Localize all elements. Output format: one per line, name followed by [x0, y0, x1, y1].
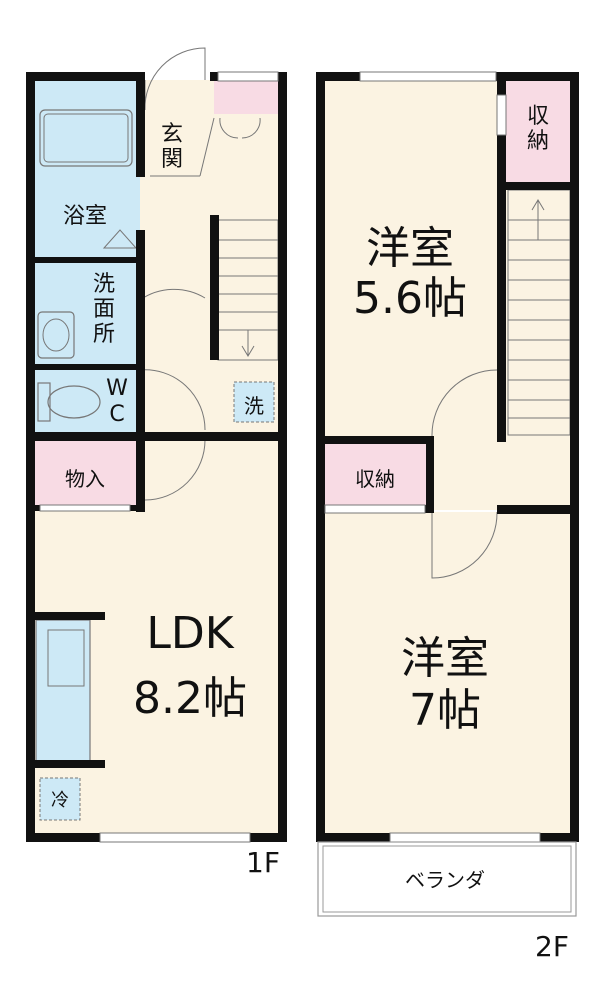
entrance-label: 玄 関: [158, 122, 186, 172]
toilet-bowl: [47, 385, 101, 419]
floor-2f-label: 2F: [535, 930, 569, 963]
window-closet-mid: [324, 504, 426, 514]
closet-top-area: [505, 80, 571, 182]
bathtub: [39, 109, 133, 167]
room2-name-label: 洋室: [401, 633, 489, 684]
closet-door-swing: [219, 117, 261, 139]
washroom-label: 洗 面 所: [90, 272, 118, 347]
entrance-char-2: 関: [160, 147, 183, 172]
wash-basin: [37, 311, 75, 359]
window-ldk: [99, 832, 251, 843]
washroom-char-1: 洗: [92, 272, 115, 297]
washroom-area: [30, 262, 140, 364]
closet-mid-area: [322, 442, 428, 506]
closet-top-char-1: 収: [526, 104, 549, 129]
washroom-char-2: 面: [92, 297, 115, 322]
window-shoe: [217, 71, 279, 82]
closet-mid-label: 収納: [355, 467, 395, 491]
storage-area: [30, 440, 140, 508]
entrance-char-1: 玄: [160, 122, 183, 147]
toilet-char-2: C: [109, 402, 125, 427]
laundry-space: [233, 381, 275, 423]
kitchen-sink: [47, 629, 85, 687]
room1-size-label: 5.6帖: [353, 273, 467, 324]
balcony-label: ベランダ: [405, 868, 485, 892]
fridge-space: [39, 777, 81, 821]
bath-area: [30, 80, 140, 260]
washroom-door-swing: [139, 288, 206, 301]
bath-door: [102, 229, 138, 249]
basin-bowl: [42, 318, 70, 352]
room2-size-label: 7帖: [409, 685, 481, 736]
ldk-name-label: LDK: [146, 608, 234, 659]
room2-floor: [322, 512, 572, 834]
storage-label: 物入: [65, 467, 105, 491]
bath-label: 浴室: [62, 204, 107, 229]
shoe-closet-area: [214, 80, 280, 114]
kitchen-counter: [35, 619, 91, 763]
closet-top-char-2: 納: [526, 129, 549, 154]
ldk-size-label: 8.2帖: [133, 673, 247, 724]
entrance-step-edge: [199, 117, 215, 177]
window-storage: [39, 504, 131, 512]
balcony-inner: [322, 845, 572, 913]
toilet-tank: [37, 382, 51, 422]
toilet-char-1: W: [106, 376, 128, 401]
window-room1: [359, 71, 497, 82]
closet-top-label: 収 納: [522, 104, 554, 154]
fridge-label: 冷: [51, 790, 69, 811]
floor-1f-label: 1F: [246, 846, 280, 879]
ldk-door-swing: [144, 439, 206, 501]
toilet-door-swing: [139, 369, 206, 431]
laundry-label: 洗: [244, 394, 264, 418]
room1-name-label: 洋室: [366, 223, 454, 274]
window-closet: [496, 94, 507, 136]
toilet-label: W C: [104, 376, 130, 428]
washroom-char-3: 所: [92, 322, 115, 347]
room2-door-swing: [431, 511, 498, 579]
window-room2: [389, 832, 541, 843]
room1-door-swing: [431, 369, 498, 437]
bathtub-inner: [43, 113, 129, 163]
balcony-outline: [317, 841, 577, 917]
